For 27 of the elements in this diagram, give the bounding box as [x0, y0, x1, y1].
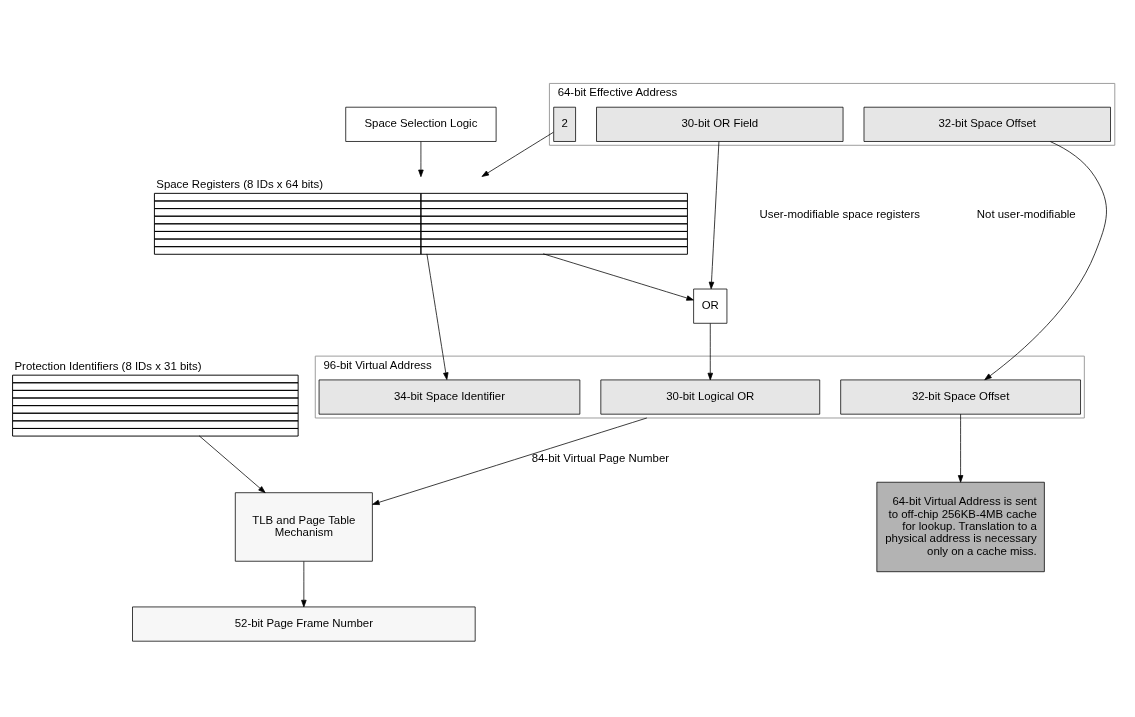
- arrow: [984, 141, 1107, 381]
- node-box: 52-bit Page Frame Number: [132, 606, 476, 642]
- arrow: [707, 323, 713, 381]
- edge-label: 84-bit Virtual Page Number: [531, 451, 670, 464]
- arrow: [957, 413, 964, 483]
- arrow: [708, 141, 720, 290]
- node-label: Space Registers (8 IDs x 64 bits): [156, 178, 324, 191]
- node-box: Space Selection Logic: [345, 106, 497, 142]
- node-label: Protection Identifiers (8 IDs x 31 bits): [14, 360, 202, 373]
- node-box: 30-bit OR Field: [596, 106, 844, 142]
- arrow: [481, 131, 554, 177]
- node-box: 32-bit Space Offset: [863, 106, 1111, 142]
- node-box: 30-bit Logical OR: [600, 379, 821, 415]
- node-box: TLB and Page Table Mechanism: [234, 492, 373, 562]
- arrow: [198, 435, 266, 494]
- node-box: 32-bit Space Offset: [840, 379, 1081, 415]
- arrow: [372, 417, 648, 505]
- node-box: OR: [693, 288, 728, 324]
- arrow: [418, 141, 424, 178]
- label: Not user-modifiable: [976, 208, 1076, 221]
- node-box: 2: [553, 106, 576, 142]
- arrow: [301, 561, 307, 608]
- node-box: 34-bit Space Identifier: [318, 379, 581, 415]
- node-box: 64-bit Virtual Address is sent to off-chip 256KB-4MB cache for lookup. Translation to a physical address is necessary only on a cache miss.: [876, 481, 1045, 573]
- arrow: [542, 253, 694, 301]
- label: User-modifiable space registers: [759, 208, 920, 221]
- arrow: [426, 253, 449, 380]
